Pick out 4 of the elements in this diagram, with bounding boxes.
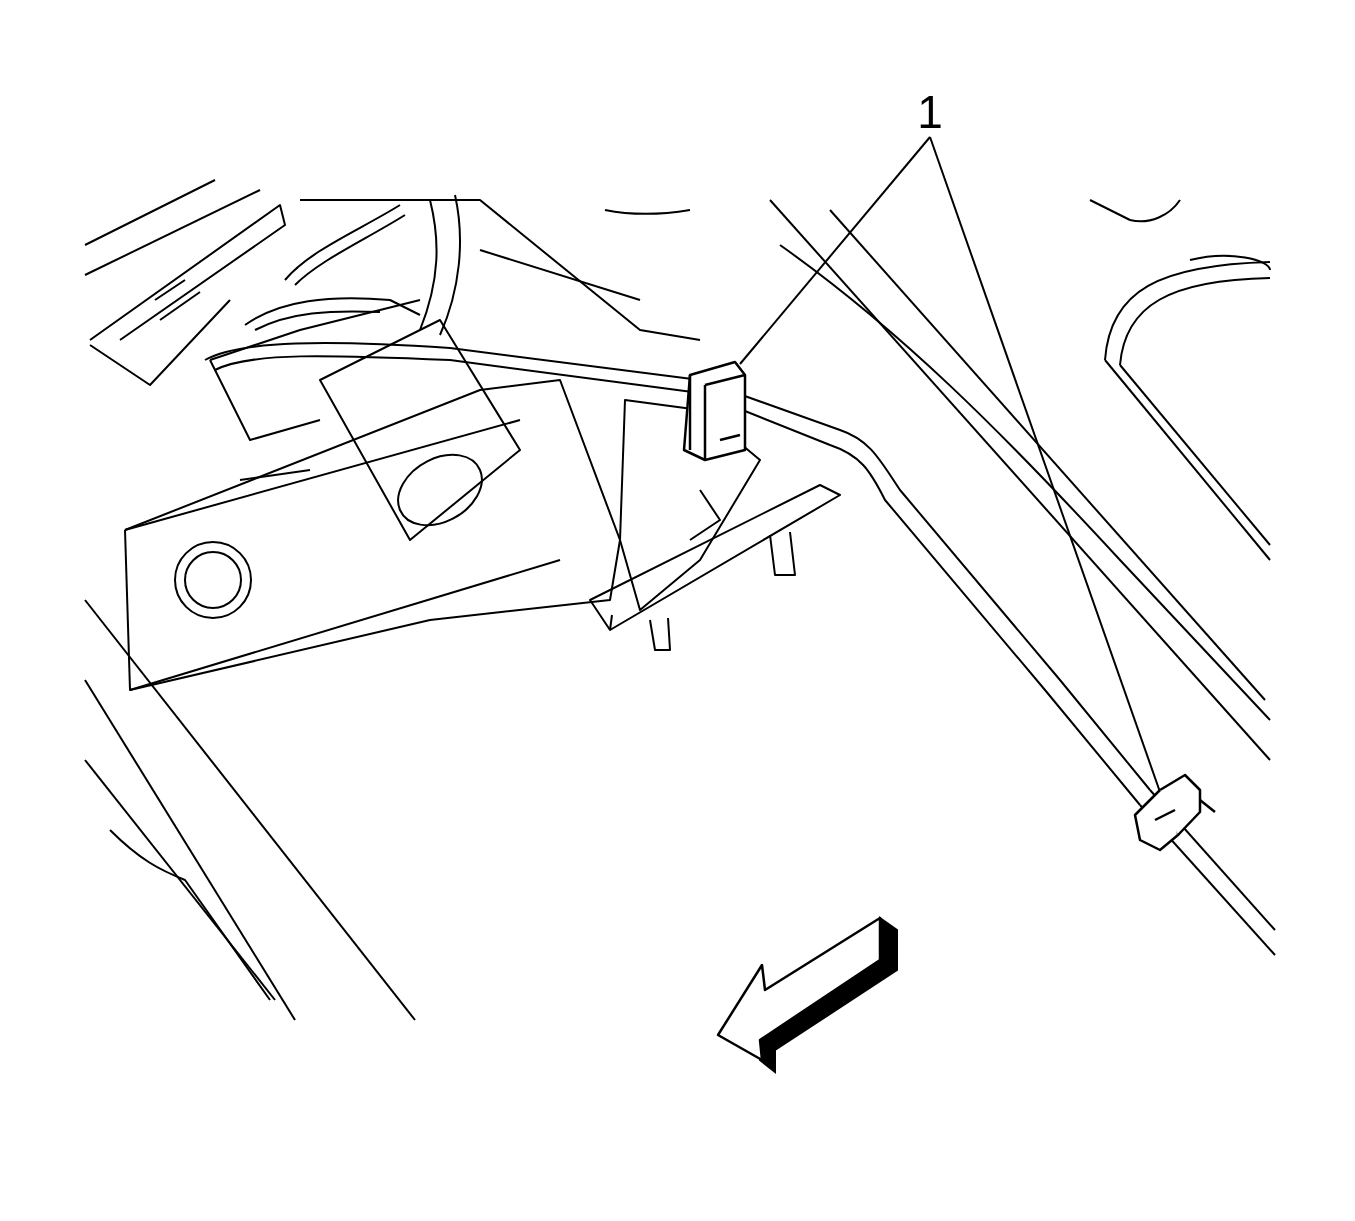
leader-line bbox=[739, 136, 931, 365]
callout-number: 1 bbox=[912, 88, 948, 136]
cable-clip bbox=[682, 360, 747, 462]
cable-clip bbox=[1133, 773, 1216, 852]
